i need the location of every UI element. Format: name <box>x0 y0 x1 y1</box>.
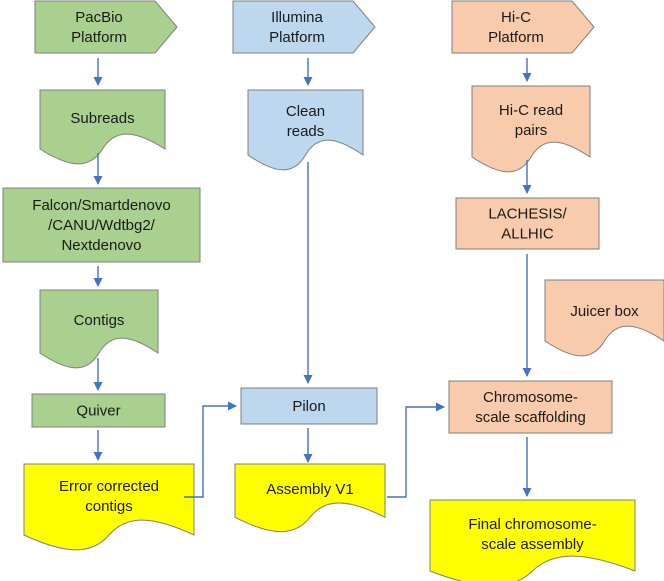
quiver-node: Quiver <box>31 393 166 428</box>
pilon-node: Pilon <box>240 387 378 425</box>
hic-read-pairs-node-shape <box>471 85 591 173</box>
scaffolding-node-shape <box>448 380 613 434</box>
corrected-contigs-node: Error corrected contigs <box>23 463 195 551</box>
pacbio-platform-node-label-line-2: Platform <box>71 29 127 46</box>
subreads-node-label-line-1: Subreads <box>70 110 134 127</box>
scaffolding-node-label-line-1: Chromosome- <box>483 389 578 406</box>
assembly-v1-node: Assembly V1 <box>234 463 386 533</box>
clean-reads-node: Clean reads <box>247 89 364 171</box>
assembly-v1-node-label-line-1: Assembly V1 <box>266 481 354 498</box>
scaffolding-node-label-line-2: scale scaffolding <box>475 409 586 426</box>
clean-reads-node-label-line-1: Clean <box>286 103 325 120</box>
final-assembly-node-shape <box>429 499 636 581</box>
pilon-node-shape <box>240 387 378 425</box>
hic-read-pairs-node-label-line-1: Hi-C read <box>499 102 563 119</box>
subreads-node-shape <box>39 89 166 165</box>
corrected-contigs-node-label-line-1: Error corrected <box>59 478 159 495</box>
clean-reads-node-shape <box>247 89 364 171</box>
illumina-platform-node-label-line-2: Platform <box>269 29 325 46</box>
corrected-contigs-node-shape <box>23 463 195 551</box>
hic-platform-node: Hi-C Platform <box>451 0 595 54</box>
hic-read-pairs-node-label-line-2: pairs <box>515 122 548 139</box>
juicer-box-node-label-line-1: Juicer box <box>570 303 639 320</box>
assembler-node-label-line-2: /CANU/Wdtbg2/ <box>48 217 156 234</box>
quiver-node-shape <box>31 393 166 428</box>
assembly-v1-node-shape <box>234 463 386 533</box>
edge-corrected-pilon <box>184 401 237 498</box>
hic-platform-node-label-line-1: Hi-C <box>501 9 531 26</box>
hic-platform-node-label-line-2: Platform <box>488 29 544 46</box>
illumina-platform-node-shape <box>232 0 376 54</box>
assembler-node-shape <box>2 187 201 263</box>
quiver-node-label-line-1: Quiver <box>76 403 120 420</box>
pacbio-platform-node-shape <box>34 0 178 54</box>
edge-v1-scaffolding <box>387 402 445 498</box>
final-assembly-node: Final chromosome-scale assembly <box>429 499 636 581</box>
contigs-node-label-line-1: Contigs <box>74 312 125 329</box>
final-assembly-node-label-line-2: scale assembly <box>481 536 584 553</box>
final-assembly-node-label-line-1: Final chromosome- <box>468 516 596 533</box>
juicer-box-node-shape <box>544 279 664 357</box>
pilon-node-label-line-1: Pilon <box>292 398 325 415</box>
illumina-platform-node-label-line-1: Illumina <box>271 9 323 26</box>
scaffolding-node: Chromosome-scale scaffolding <box>448 380 613 434</box>
juicer-box-node: Juicer box <box>544 279 664 357</box>
subreads-node: Subreads <box>39 89 166 165</box>
assembler-node: Falcon/Smartdenovo/CANU/Wdtbg2/Nextdenov… <box>2 187 201 263</box>
corrected-contigs-node-label-line-2: contigs <box>85 498 133 515</box>
hic-platform-node-shape <box>451 0 595 54</box>
contigs-node: Contigs <box>39 289 159 369</box>
hic-read-pairs-node: Hi-C read pairs <box>471 85 591 173</box>
lachesis-node: LACHESIS/ALLHIC <box>455 197 600 250</box>
contigs-node-shape <box>39 289 159 369</box>
lachesis-node-label-line-1: LACHESIS/ <box>488 206 567 223</box>
lachesis-node-label-line-2: ALLHIC <box>501 226 554 243</box>
lachesis-node-shape <box>455 197 600 250</box>
clean-reads-node-label-line-2: reads <box>287 123 325 140</box>
assembler-node-label-line-1: Falcon/Smartdenovo <box>32 197 170 214</box>
pacbio-platform-node-label-line-1: PacBio <box>75 9 123 26</box>
assembler-node-label-line-3: Nextdenovo <box>61 237 141 254</box>
